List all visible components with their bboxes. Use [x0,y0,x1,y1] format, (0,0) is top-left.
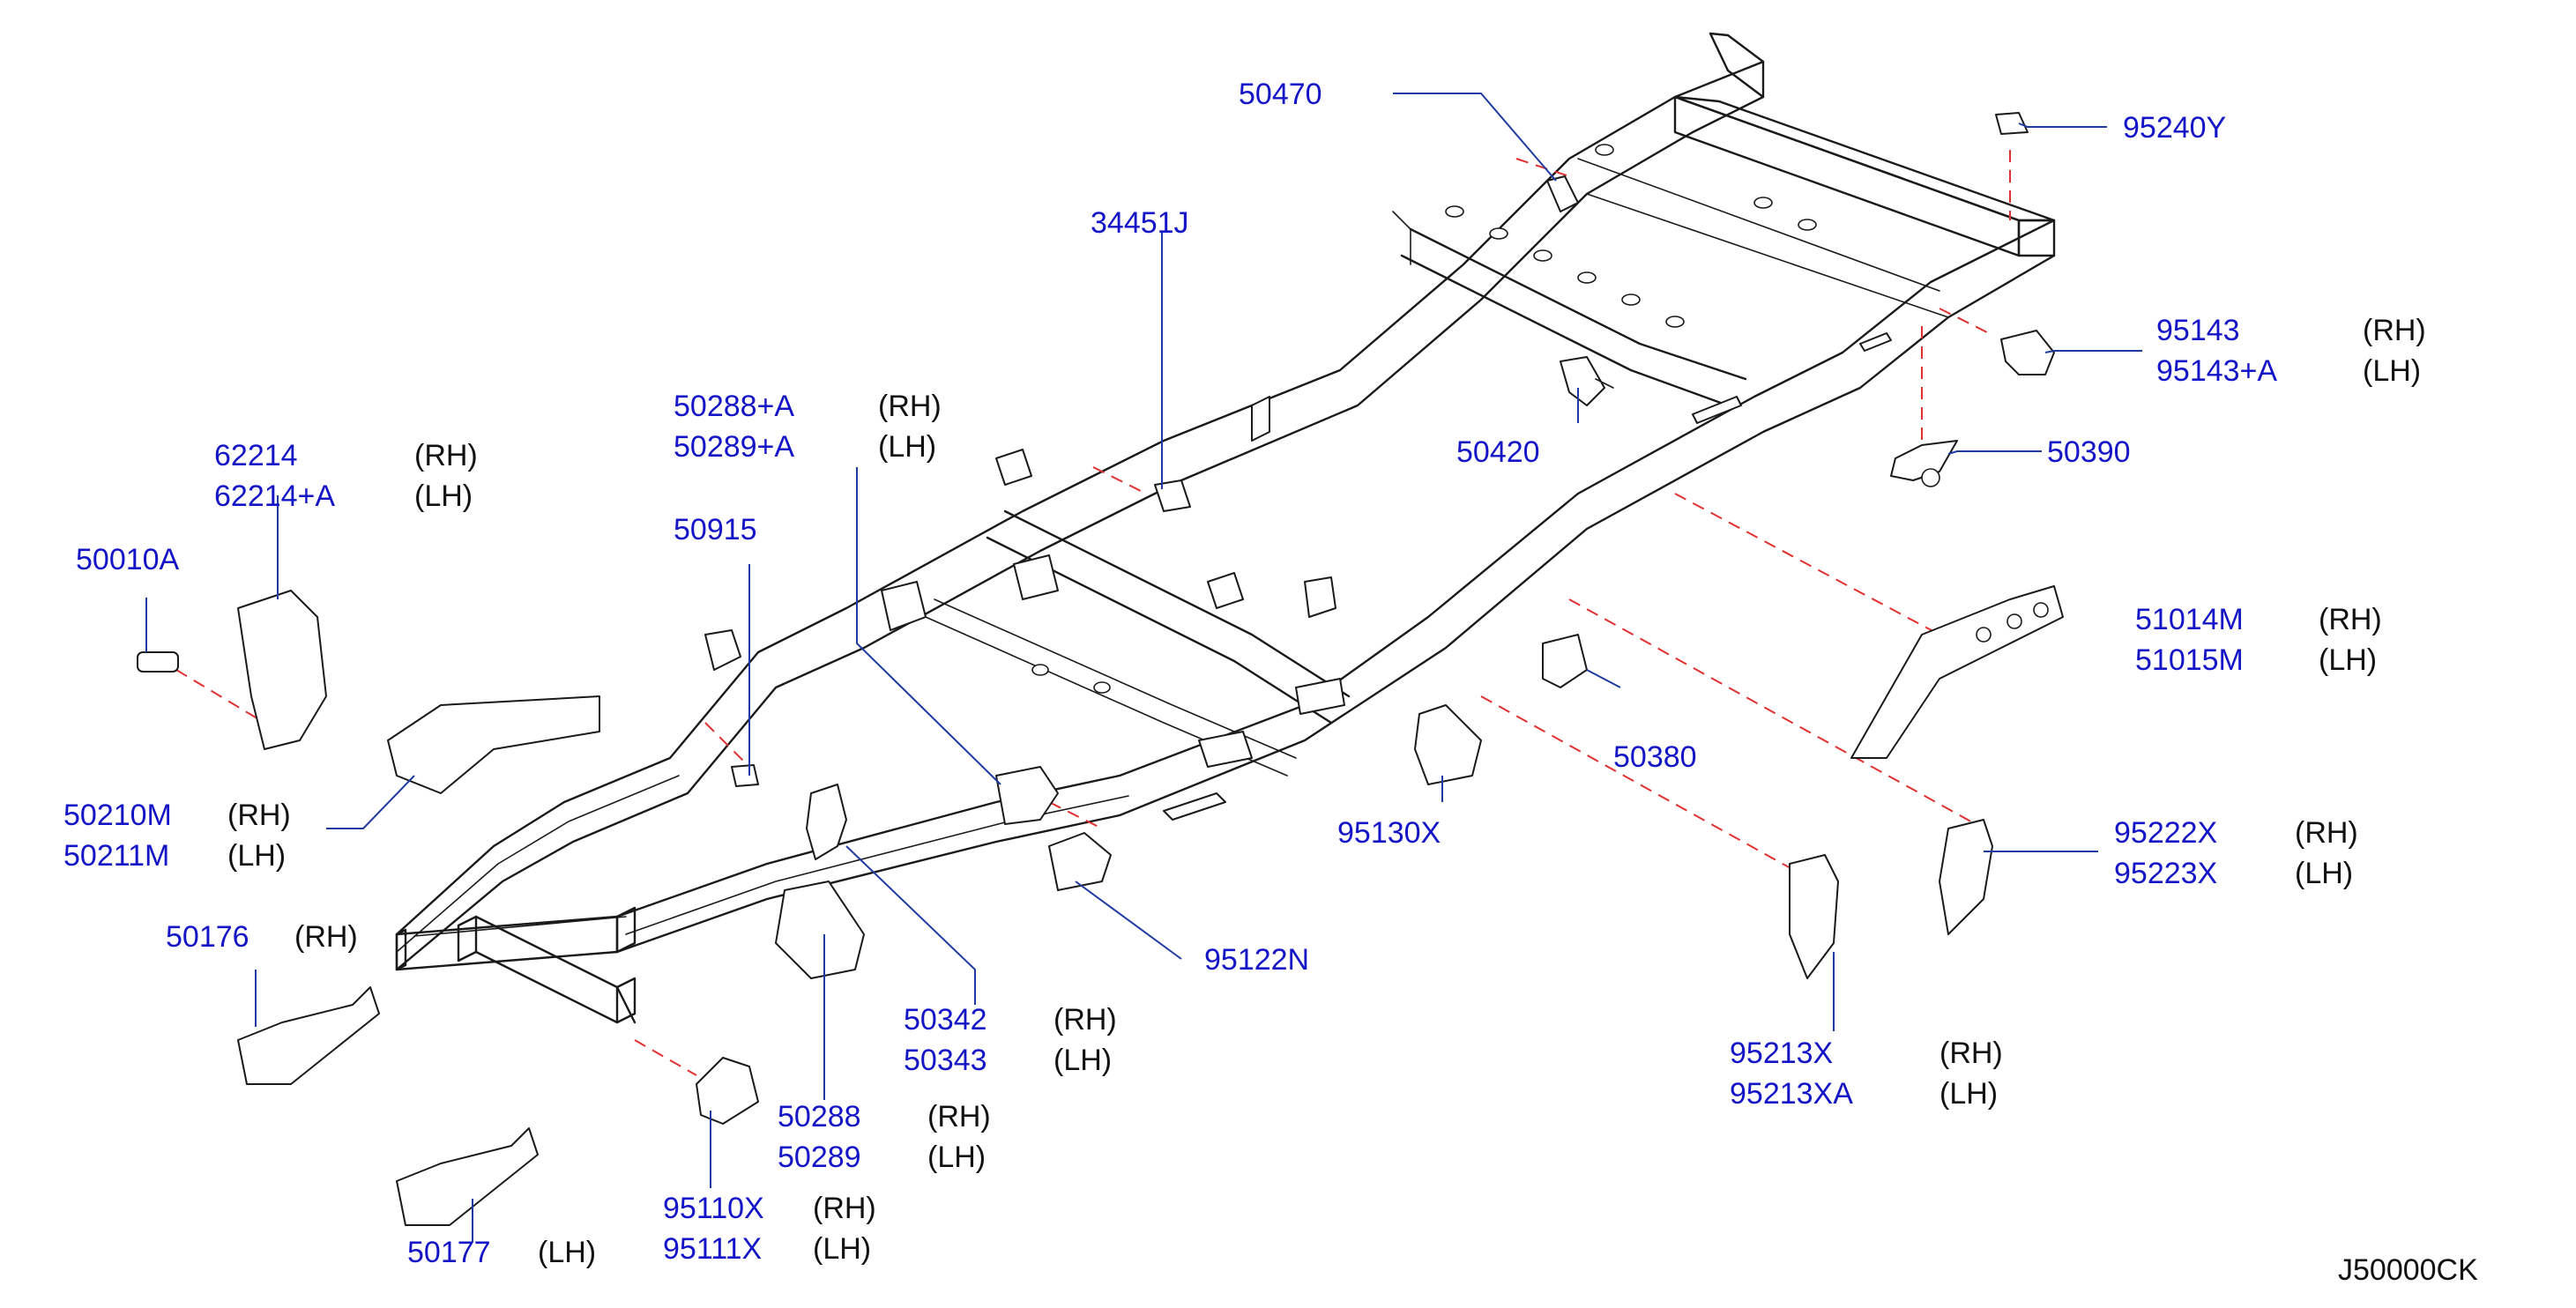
label-50010a: 50010A [76,543,180,576]
side-62214: (RH) [414,439,478,472]
side-95111x: (LH) [813,1232,871,1266]
side-95110x: (RH) [813,1192,876,1225]
label-95143a: 95143+A [2156,354,2277,388]
side-95143: (RH) [2363,314,2426,347]
label-50420: 50420 [1456,435,1540,469]
bracket-34451j [1154,479,1191,512]
label-50289: 50289 [778,1141,861,1174]
label-50210m: 50210M [63,799,172,832]
side-50343: (LH) [1053,1044,1112,1077]
label-50380: 50380 [1613,740,1697,774]
label-95122n: 95122N [1204,943,1309,977]
member-50177 [396,1127,539,1226]
side-50177: (LH) [538,1236,596,1269]
clip-95240y [1995,112,2029,135]
label-50343: 50343 [904,1044,987,1077]
label-50289a: 50289+A [674,430,794,464]
assembly-lines [175,150,2011,1076]
chassis-frame [395,32,2056,1024]
bracket-62214 [237,590,327,750]
label-51014m: 51014M [2135,603,2244,636]
part-labels: 50470 95240Y 34451J 95143 (RH) 95143+A (… [63,78,2478,1287]
label-50177: 50177 [407,1236,491,1269]
bracket-95122n [1048,832,1112,891]
stud-50420 [1560,356,1605,406]
side-51015m: (LH) [2319,643,2377,677]
plate-50915 [731,764,759,787]
side-50289a: (LH) [878,430,936,464]
side-62214a: (LH) [414,479,473,513]
bracket-50288a [995,766,1059,825]
side-95223x: (LH) [2295,857,2353,890]
member-50176 [237,986,380,1085]
bracket-50288 [775,881,865,979]
label-62214a: 62214+A [214,479,335,513]
side-95213x: (RH) [1939,1037,2003,1070]
label-95130x: 95130X [1337,816,1441,850]
side-50288: (RH) [927,1100,991,1133]
side-50342: (RH) [1053,1003,1117,1037]
side-95222x: (RH) [2295,816,2358,850]
side-95213xa: (LH) [1939,1077,1998,1111]
label-50342: 50342 [904,1003,987,1037]
label-50211m: 50211M [63,839,169,873]
label-95240y: 95240Y [2123,111,2226,145]
bracket-95143 [2000,330,2055,375]
bracket-95222x [1939,819,1993,935]
label-50470: 50470 [1239,78,1322,111]
label-50288a: 50288+A [674,390,794,423]
bracket-50342 [806,784,847,860]
label-50915: 50915 [674,513,757,546]
bolt-50010a [137,651,179,673]
bracket-95130x [1414,704,1482,785]
label-50288: 50288 [778,1100,861,1133]
outrigger-51014m [1850,585,2064,759]
label-95143: 95143 [2156,314,2240,347]
label-95223x: 95223X [2114,857,2217,890]
diagram-code: J50000CK [2338,1253,2478,1287]
bracket-95213x [1789,854,1839,979]
label-95111x: 95111X [663,1232,762,1266]
label-50390: 50390 [2047,435,2131,469]
hanger-50390 [1890,440,1958,481]
stud-50470 [1546,175,1579,212]
bracket-50210m [387,695,600,794]
side-50288a: (RH) [878,390,942,423]
label-50176: 50176 [166,920,249,954]
detached-parts [137,112,2064,1226]
bracket-95110x [696,1057,759,1125]
mount-50380 [1542,634,1588,688]
label-95213xa: 95213XA [1730,1077,1853,1111]
side-51014m: (RH) [2319,603,2382,636]
side-50210m: (RH) [227,799,291,832]
label-51015m: 51015M [2135,643,2244,677]
leader-lines [145,93,2142,1243]
label-62214: 62214 [214,439,298,472]
label-95110x: 95110X [663,1192,764,1225]
side-50289: (LH) [927,1141,986,1174]
side-95143a: (LH) [2363,354,2421,388]
label-95222x: 95222X [2114,816,2217,850]
label-34451j: 34451J [1091,206,1189,240]
side-50211m: (LH) [227,839,286,873]
label-95213x: 95213X [1730,1037,1833,1070]
side-50176: (RH) [294,920,358,954]
